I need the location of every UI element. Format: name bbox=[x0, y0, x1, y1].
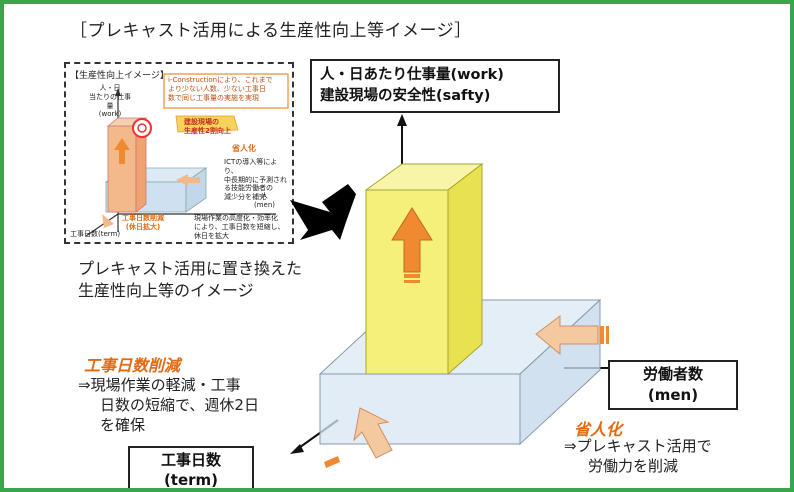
inset-target-text: 建設現場の 生産性2割向上 bbox=[184, 118, 231, 136]
inset-saving-line-3: る技能労働者の bbox=[224, 184, 273, 193]
term-label-line-2: (term) bbox=[163, 471, 219, 490]
inset-callout-text: i-Constructionにより、これまで より少ない人数、少ない工事日 数で… bbox=[168, 76, 288, 102]
inset-callout-line-3: 数で同じ工事量の実施を実現 bbox=[168, 93, 259, 102]
inset-callout-line-2: より少ない人数、少ない工事日 bbox=[168, 84, 266, 93]
inset-men-axis-label: 人 (men) bbox=[254, 192, 275, 210]
inset-y-label-3: (work) bbox=[98, 110, 122, 119]
work-label-line-1: 人・日あたり仕事量(work) bbox=[320, 67, 504, 83]
inset-y-arrowhead bbox=[115, 88, 121, 96]
term-arrow-stripe bbox=[324, 456, 340, 468]
inset-graphic bbox=[85, 73, 289, 237]
inset-men-line-1: 人 bbox=[261, 192, 269, 200]
inset-y-label-2: 当たりの仕事量 bbox=[89, 92, 131, 110]
inset-y-axis-label: 人・日 当たりの仕事量 (work) bbox=[88, 84, 132, 119]
term-reduction-heading: 工事日数削減 bbox=[84, 356, 181, 375]
column-side-face bbox=[447, 162, 483, 376]
inset-target-line-2: 生産性2割向上 bbox=[184, 126, 231, 135]
term-axis-label: 工事日数 (term) bbox=[128, 446, 254, 490]
term-reduction-description: ⇒現場作業の軽減・工事 日数の短縮で、週休2日 を確保 bbox=[78, 376, 259, 436]
inset-caption: プレキャスト活用に置き換えた 生産性向上等のイメージ bbox=[78, 258, 302, 301]
inset-term-arrow bbox=[102, 214, 114, 228]
term-label-line-1: 工事日数 bbox=[160, 451, 221, 469]
inset-saving-text: ICTの導入等により、 中長期的に予測され る技能労働者の 減少分を補完 bbox=[224, 158, 290, 202]
term-line-2: 日数の短縮で、週休2日 bbox=[100, 395, 259, 414]
term-line-3: を確保 bbox=[100, 415, 146, 434]
work-up-arrow bbox=[391, 207, 433, 273]
inset-term-head-2: (休日拡大) bbox=[125, 222, 161, 231]
term-reduction-arrow bbox=[353, 407, 393, 459]
inset-target-badge bbox=[175, 115, 239, 133]
inset-term-line-2: により、工事日数を短縮し、 bbox=[194, 222, 285, 231]
inset-saving-line-4: 減少分を補完 bbox=[224, 193, 266, 201]
inset-saving-line-2: 中長期的に予測され bbox=[224, 175, 287, 184]
work-arrow-stripe-1 bbox=[404, 274, 420, 278]
labor-saving-description: ⇒プレキャスト活用で 労働力を削減 bbox=[564, 436, 712, 477]
inset-callout-line-1: i-Constructionにより、これまで bbox=[168, 76, 273, 84]
box-front-face bbox=[319, 373, 521, 445]
inset-target-line-1: 建設現場の bbox=[184, 118, 219, 126]
men-label-line-2: (men) bbox=[647, 386, 699, 404]
work-arrow-stripe-2 bbox=[404, 280, 420, 283]
inset-logo-mark bbox=[132, 118, 152, 138]
caption-line-2: 生産性向上等のイメージ bbox=[78, 280, 254, 300]
labor-arrow-stripe-1 bbox=[600, 326, 604, 344]
labor-saving-heading: 省人化 bbox=[574, 420, 623, 439]
men-label-line-1: 労働者数 bbox=[642, 365, 703, 383]
work-axis-label: 人・日あたり仕事量(work) 建設現場の安全性(safty) bbox=[310, 59, 560, 114]
labor-line-2: 労働力を削減 bbox=[588, 457, 679, 476]
men-axis-label: 労働者数 (men) bbox=[608, 360, 738, 410]
inset-saving-heading: 省人化 bbox=[232, 144, 256, 153]
work-label-line-2: 建設現場の安全性(safty) bbox=[320, 88, 491, 105]
inset-z-axis bbox=[85, 213, 119, 237]
term-line-1: ⇒現場作業の軽減・工事 bbox=[78, 376, 241, 394]
inset-y-label-1: 人・日 bbox=[99, 84, 121, 92]
term-axis-arrowhead bbox=[290, 444, 304, 454]
inset-callout-box bbox=[163, 73, 289, 109]
inset-up-arrow bbox=[114, 138, 130, 164]
labor-line-1: ⇒プレキャスト活用で bbox=[564, 437, 712, 455]
inset-term-line-3: 休日を拡大 bbox=[194, 231, 229, 240]
labor-saving-arrow bbox=[535, 315, 599, 356]
inset-term-head-1: 工事日数削減 bbox=[122, 214, 164, 222]
inset-side-arrow bbox=[176, 174, 200, 186]
diagram-title: ［プレキャスト活用による生産性向上等イメージ］ bbox=[70, 21, 472, 41]
inset-term-text: 現場作業の高度化・効率化 により、工事日数を短縮し、 休日を拡大 bbox=[194, 214, 290, 240]
labor-arrow-stripe-2 bbox=[606, 326, 609, 344]
inset-title: 【生産性向上イメージ】 bbox=[70, 71, 169, 81]
main-diagram bbox=[290, 114, 640, 468]
inset-term-heading: 工事日数削減 (休日拡大) bbox=[122, 214, 164, 232]
inset-term-axis-label: 工事日数(term) bbox=[70, 230, 121, 238]
inset-saving-line-1: ICTの導入等により、 bbox=[224, 158, 278, 175]
inset-term-line-1: 現場作業の高度化・効率化 bbox=[194, 214, 278, 222]
caption-line-1: プレキャスト活用に置き換えた bbox=[78, 259, 303, 278]
pointer-arrow bbox=[290, 184, 356, 240]
inset-men-line-2: (men) bbox=[254, 200, 276, 209]
vertical-axis-arrowhead bbox=[397, 114, 407, 126]
inset-diagram: 【生産性向上イメージ】 人・日 当たりの仕事量 (work) i-Constru… bbox=[64, 62, 294, 244]
